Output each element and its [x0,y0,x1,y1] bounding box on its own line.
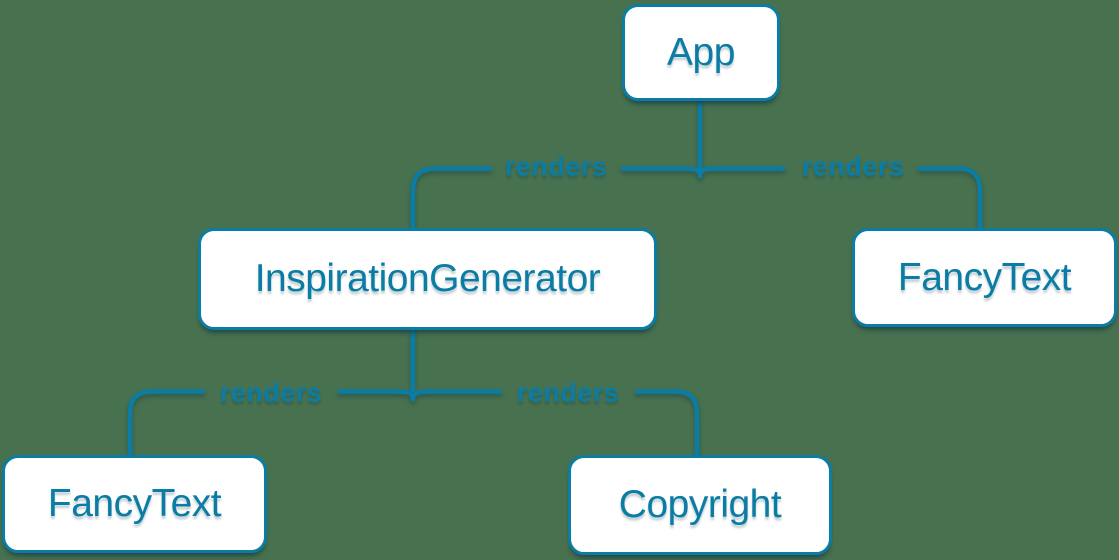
node-fancy-text-top-label: FancyText [897,255,1072,299]
edge-label-app-inspirationgenerator: renders [504,151,608,182]
node-copyright-label: Copyright [618,483,782,526]
connector-inspirationgenerator-to-fancytext [337,389,416,402]
edge-label-inspirationgenerator-fancytext: renders [219,377,323,408]
connector-inspirationgenerator-to-copyright [410,389,503,402]
node-app-label: App [667,30,735,74]
edge-label-inspirationgenerator-copyright: renders [516,377,620,408]
node-fancy-text-bottom: FancyText [2,455,267,553]
connector-app-to-inspirationgenerator [620,166,703,179]
connector-into-inspirationgenerator [410,166,493,231]
node-fancy-text-bottom-label: FancyText [47,482,222,525]
connector-app-to-fancytext [697,166,786,179]
connector-into-fancytext-top [917,166,983,231]
connector-into-copyright [634,389,700,458]
node-inspiration-generator-label: InspirationGenerator [254,257,601,300]
node-inspiration-generator: InspirationGenerator [198,228,657,330]
connector-into-fancytext-bottom [127,389,206,458]
node-fancy-text-top: FancyText [852,228,1117,327]
node-copyright: Copyright [568,455,832,555]
node-app: App [622,4,780,101]
edge-label-app-fancytext: renders [801,151,905,182]
